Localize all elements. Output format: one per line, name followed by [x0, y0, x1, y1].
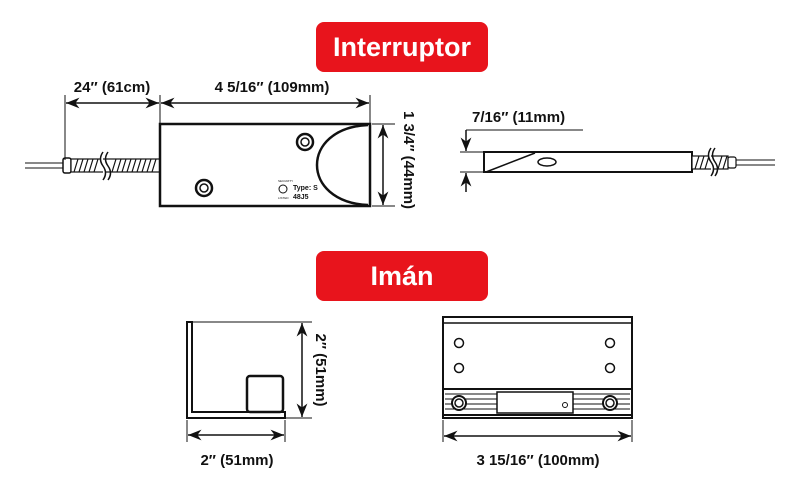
label-type: Type: S	[293, 185, 318, 192]
switch-thickness-label: 7/16″ (11mm)	[472, 109, 565, 126]
switch-dimensions: 24″ (61cm) 4 5/16″ (109mm) 1 3/4″ (44mm)	[64, 79, 417, 209]
magnet-front-view: 3 15/16″ (100mm)	[442, 316, 633, 469]
magnet-front-width-label: 3 15/16″ (100mm)	[476, 452, 599, 469]
switch-side-view: 7/16″ (11mm)	[460, 109, 775, 192]
label-security: SECURITY	[278, 179, 293, 183]
switch-top-view: SECURITY LISTED Type: S 48J5	[25, 122, 372, 208]
cable-length-label: 24″ (61cm)	[74, 79, 150, 96]
magnet-title: Imán	[370, 261, 433, 291]
ul-logo-icon	[562, 402, 568, 408]
magnet-title-badge: Imán	[316, 251, 488, 301]
switch-length-label: 4 5/16″ (109mm)	[215, 79, 330, 96]
magnet-side-width-label: 2″ (51mm)	[200, 452, 273, 469]
switch-height-label: 1 3/4″ (44mm)	[400, 111, 417, 209]
label-code: 48J5	[293, 194, 309, 201]
magnet-height-label: 2″ (51mm)	[312, 333, 329, 406]
switch-title-badge: Interruptor	[316, 22, 488, 72]
magnet-side-view: 2″ (51mm) 2″ (51mm)	[186, 321, 329, 469]
ul-logo-icon	[278, 184, 288, 194]
label-listed: LISTED	[278, 196, 289, 200]
switch-title: Interruptor	[333, 32, 471, 62]
